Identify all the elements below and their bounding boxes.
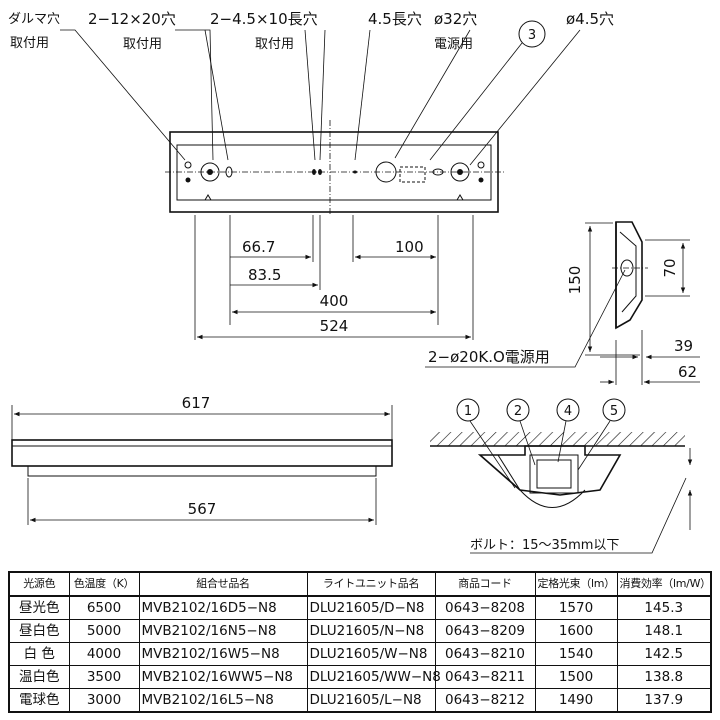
- label-slot-12x20-use: 取付用: [123, 37, 162, 52]
- cell-color-temp: 6500: [68, 595, 140, 620]
- ceiling-section-view: ボルト：15〜35mm以下: [430, 432, 693, 554]
- technical-drawing: ダルマ穴 取付用 2−12×20穴 取付用 2−4.5×10長穴 取付用 4.5…: [8, 10, 700, 554]
- fixture-side-view: 150 70 39 62 2−ø20K.O電源用: [425, 221, 700, 385]
- table-row: 昼光色 6500 MVB2102/16D5−N8 DLU21605/D−N8 0…: [8, 595, 712, 620]
- dim-39: 39: [674, 337, 693, 355]
- cell-combo-name: MVB2102/16W5−N8: [138, 642, 308, 666]
- cell-efficiency: 148.1: [616, 619, 712, 643]
- table-row: 温白色 3500 MVB2102/16WW5−N8 DLU21605/WW−N8…: [8, 665, 712, 689]
- cell-color-temp: 3000: [68, 688, 140, 713]
- marker-4: 4: [564, 404, 572, 419]
- dim-400: 400: [320, 292, 349, 310]
- header-combo-name: 組合せ品名: [138, 571, 308, 597]
- dim-567: 567: [188, 500, 217, 518]
- cell-luminous-flux: 1500: [534, 665, 618, 689]
- label-slot-45: 4.5長穴: [368, 10, 422, 28]
- cell-combo-name: MVB2102/16N5−N8: [138, 619, 308, 643]
- table-row: 昼白色 5000 MVB2102/16N5−N8 DLU21605/N−N8 0…: [8, 619, 712, 643]
- label-daruma-hole: ダルマ穴: [8, 12, 60, 27]
- cell-luminous-flux: 1490: [534, 688, 618, 713]
- cell-efficiency: 142.5: [616, 642, 712, 666]
- callout-labels: ダルマ穴 取付用 2−12×20穴 取付用 2−4.5×10長穴 取付用 4.5…: [8, 10, 614, 52]
- label-slot-45x10-use: 取付用: [255, 37, 294, 52]
- cell-light-unit: DLU21605/N−N8: [306, 619, 436, 643]
- table-row: 白 色 4000 MVB2102/16W5−N8 DLU21605/W−N8 0…: [8, 642, 712, 666]
- header-efficiency: 消費効率（lm/W）: [616, 571, 712, 597]
- cell-product-code: 0643−8210: [434, 642, 536, 666]
- header-luminous-flux: 定格光束（lm）: [534, 571, 618, 597]
- dim-70: 70: [661, 258, 679, 277]
- cell-light-color: 温白色: [8, 665, 70, 689]
- cell-light-unit: DLU21605/L−N8: [306, 688, 436, 713]
- label-slot-12x20: 2−12×20穴: [88, 10, 176, 28]
- cell-light-unit: DLU21605/WW−N8: [306, 665, 441, 689]
- cell-combo-name: MVB2102/16L5−N8: [138, 688, 308, 713]
- dim-150: 150: [566, 266, 584, 295]
- cell-luminous-flux: 1600: [534, 619, 618, 643]
- cell-efficiency: 137.9: [616, 688, 712, 713]
- cell-product-code: 0643−8208: [434, 595, 536, 620]
- header-color-temp: 色温度（K）: [68, 571, 140, 597]
- marker-1: 1: [464, 404, 472, 419]
- cell-luminous-flux: 1570: [534, 595, 618, 620]
- cell-light-unit: DLU21605/W−N8: [306, 642, 436, 666]
- table-row: 電球色 3000 MVB2102/16L5−N8 DLU21605/L−N8 0…: [8, 688, 712, 713]
- label-hole-32-use: 電源用: [434, 37, 473, 52]
- fixture-top-view: [165, 120, 505, 215]
- dim-617: 617: [182, 394, 211, 412]
- cell-product-code: 0643−8211: [434, 665, 536, 689]
- cell-product-code: 0643−8209: [434, 619, 536, 643]
- fixture-front-view: 617 567: [11, 394, 393, 525]
- cell-combo-name: MVB2102/16D5−N8: [138, 595, 308, 620]
- label-bolt-note: ボルト：15〜35mm以下: [470, 538, 619, 553]
- cell-light-color: 昼光色: [8, 595, 70, 620]
- cell-efficiency: 145.3: [616, 595, 712, 620]
- header-product-code: 商品コード: [434, 571, 536, 597]
- marker-2: 2: [514, 404, 522, 419]
- cell-light-unit: DLU21605/D−N8: [306, 595, 436, 620]
- dim-100: 100: [395, 238, 424, 256]
- cell-product-code: 0643−8212: [434, 688, 536, 713]
- cell-color-temp: 5000: [68, 619, 140, 643]
- label-hole-32: ø32穴: [434, 10, 477, 28]
- label-hole-45: ø4.5穴: [566, 10, 614, 28]
- svg-text:3: 3: [528, 28, 536, 43]
- section-markers: 1 2 4 5: [456, 398, 626, 489]
- marker-3: 3: [518, 20, 546, 48]
- header-light-unit: ライトユニット品名: [306, 571, 436, 597]
- cell-color-temp: 4000: [68, 642, 140, 666]
- table-header-row: 光源色 色温度（K） 組合せ品名 ライトユニット品名 商品コード 定格光束（lm…: [8, 571, 712, 597]
- header-light-color: 光源色: [8, 571, 70, 597]
- plan-dimensions: 66.7 100 83.5 400 524: [194, 215, 474, 340]
- cell-light-color: 昼白色: [8, 619, 70, 643]
- cell-color-temp: 3500: [68, 665, 140, 689]
- dim-66-7: 66.7: [242, 238, 275, 256]
- dim-524: 524: [320, 317, 349, 335]
- spec-table: 光源色 色温度（K） 組合せ品名 ライトユニット品名 商品コード 定格光束（lm…: [8, 571, 712, 713]
- cell-combo-name: MVB2102/16WW5−N8: [138, 665, 308, 689]
- dim-83-5: 83.5: [248, 266, 281, 284]
- label-daruma-use: 取付用: [10, 36, 49, 51]
- cell-light-color: 電球色: [8, 688, 70, 713]
- cell-efficiency: 138.8: [616, 665, 712, 689]
- marker-5: 5: [610, 404, 618, 419]
- dim-62: 62: [678, 363, 697, 381]
- leader-lines: [60, 29, 581, 166]
- cell-light-color: 白 色: [8, 642, 70, 666]
- cell-luminous-flux: 1540: [534, 642, 618, 666]
- label-knockout: 2−ø20K.O電源用: [428, 348, 550, 366]
- label-slot-45x10: 2−4.5×10長穴: [210, 10, 318, 28]
